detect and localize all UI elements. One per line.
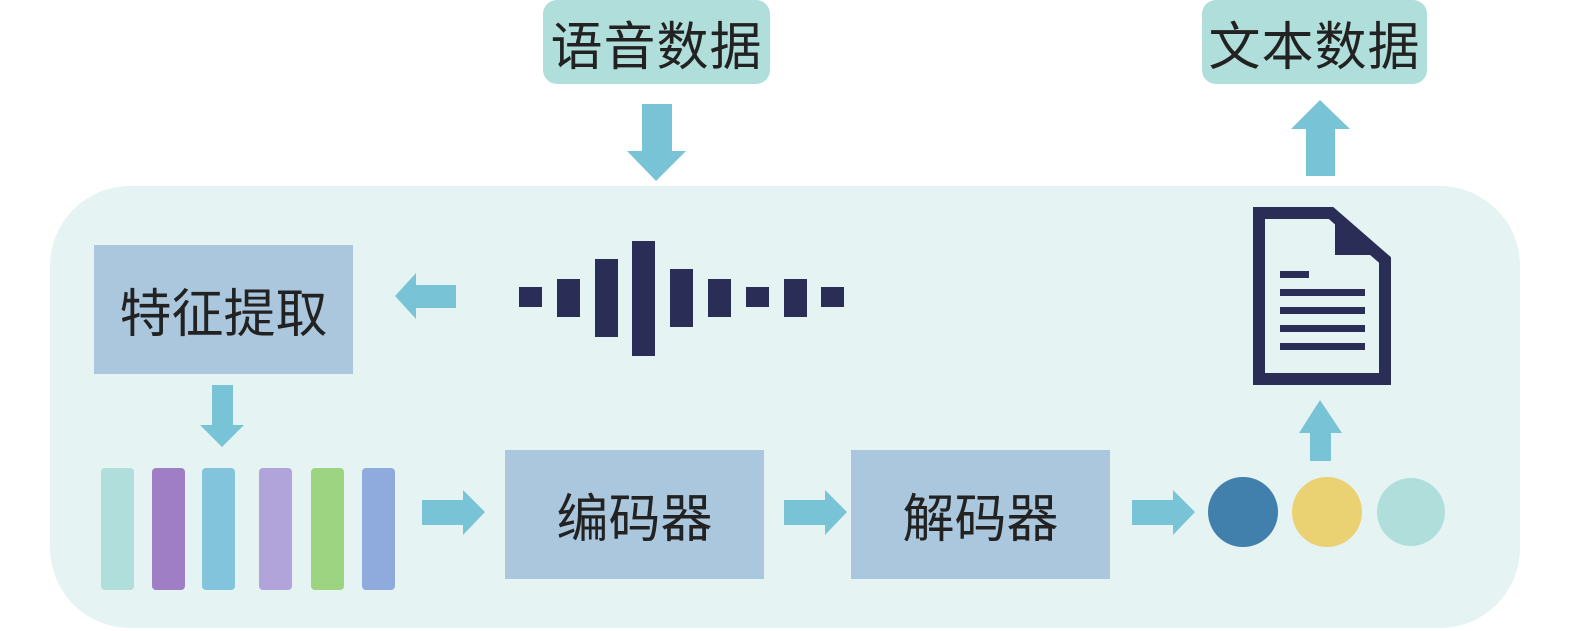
output-dot [1208,477,1278,547]
speech-data-box: 语音数据 [543,0,770,84]
arrow-left-feature [395,273,456,319]
arrow-right-decoder [784,490,847,535]
output-tokens [1208,477,1445,547]
feature-bar [152,468,185,590]
text-data-box: 文本数据 [1202,0,1427,84]
decoder-label: 解码器 [902,490,1059,550]
feature-extraction-box: 特征提取 [94,245,353,374]
arrow-right-output [1132,490,1195,535]
feature-vectors [101,468,395,590]
arrow-right-encoder [422,490,485,535]
feature-extraction-label: 特征提取 [119,285,328,345]
feature-bar [101,468,134,590]
output-dot [1377,478,1445,546]
arrow-up-document [1299,400,1342,461]
text-data-label: 文本数据 [1208,17,1421,78]
decoder-box: 解码器 [851,450,1110,579]
arrow-down-speech [627,104,686,181]
output-dot [1292,477,1362,547]
arrow-up-text [1291,100,1350,176]
feature-bar [259,468,292,590]
waveform-icon [519,241,844,356]
feature-bar [362,468,395,590]
document-icon [1253,207,1391,385]
encoder-box: 编码器 [505,450,764,579]
feature-bar [311,468,344,590]
encoder-label: 编码器 [556,490,713,550]
feature-bar [202,468,235,590]
arrow-down-features [200,385,244,447]
speech-data-label: 语音数据 [550,17,763,78]
